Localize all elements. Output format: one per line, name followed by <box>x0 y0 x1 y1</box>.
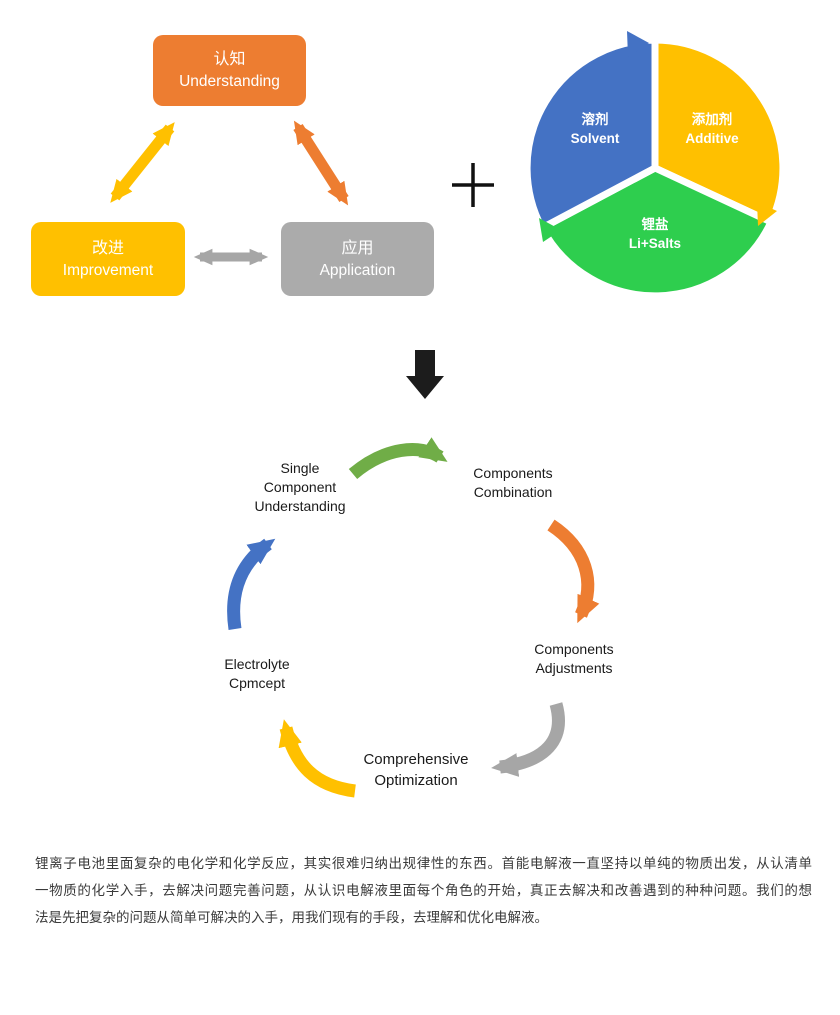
application-label-zh: 应用 <box>341 239 374 257</box>
flow-node-line: Components <box>534 641 614 657</box>
improvement-label-zh: 改进 <box>91 239 124 257</box>
flow-node-line: Comprehensive <box>363 751 469 768</box>
flow-arrow-gray-icon <box>491 702 565 777</box>
pie-label-additive-en: Additive <box>685 131 739 146</box>
paragraph-line: 锂离子电池里面复杂的电化学和化学反应，其实很难归纳出规律性的东西。首能电解液一直… <box>35 856 812 871</box>
application-label-en: Application <box>319 261 396 279</box>
description-paragraph: 锂离子电池里面复杂的电化学和化学反应，其实很难归纳出规律性的东西。首能电解液一直… <box>35 850 812 931</box>
pie-label-solvent-zh: 溶剂 <box>581 112 609 127</box>
flow-node-single-component-understanding: Single Component Understanding <box>215 459 385 516</box>
cycle-arrow-understanding-application-icon <box>293 120 349 206</box>
flow-node-line: Components <box>473 465 553 481</box>
pie-label-lisalts: 锂盐 Li+Salts <box>600 215 710 253</box>
flow-node-line: Understanding <box>254 498 346 514</box>
pie-arrowhead-additive-icon <box>757 202 777 226</box>
flow-arrow-blue-icon <box>227 538 276 630</box>
flow-node-line: Cpmcept <box>228 675 286 691</box>
flow-node-line: Combination <box>473 484 553 500</box>
flow-node-comprehensive-optimization: Comprehensive Optimization <box>326 749 506 791</box>
pie-label-solvent-en: Solvent <box>570 131 620 146</box>
application-box: 应用 Application <box>281 222 434 296</box>
pie-arrowhead-solvent-icon <box>627 31 649 57</box>
pie-label-additive-zh: 添加剂 <box>691 112 733 127</box>
improvement-label-en: Improvement <box>62 261 154 279</box>
pie-label-solvent: 溶剂 Solvent <box>540 110 650 148</box>
flow-node-electrolyte-cpmcept: Electrolyte Cpmcept <box>172 655 342 693</box>
pie-label-lisalts-zh: 锂盐 <box>641 217 669 232</box>
improvement-box: 改进 Improvement <box>31 222 185 296</box>
plus-icon <box>452 163 494 207</box>
understanding-label-zh: 认知 <box>213 51 246 68</box>
flow-node-components-adjustments: Components Adjustments <box>489 640 659 678</box>
understanding-label-en: Understanding <box>179 73 280 90</box>
understanding-box: 认知 Understanding <box>153 35 306 106</box>
flow-node-line: Electrolyte <box>224 656 290 672</box>
electrolyte-pie <box>523 31 787 300</box>
pie-arrowhead-lisalts-icon <box>539 218 561 242</box>
down-arrow-icon <box>406 350 444 399</box>
flow-node-line: Single <box>280 460 320 476</box>
cycle-arrow-improvement-understanding-icon <box>110 122 175 203</box>
flow-arrow-orange-icon <box>547 519 600 624</box>
flow-node-line: Adjustments <box>535 660 613 676</box>
flow-node-components-combination: Components Combination <box>428 464 598 502</box>
paragraph-line: 法是先把复杂的问题从简单可解决的入手，用我们现有的手段，去理解和优化电解液。 <box>35 910 548 925</box>
paragraph-line: 一物质的化学入手，去解决问题完善问题，从认识电解液里面每个角色的开始，真正去解决… <box>35 883 812 898</box>
flow-node-line: Optimization <box>374 772 458 789</box>
flow-node-line: Component <box>263 479 337 495</box>
pie-label-additive: 添加剂 Additive <box>657 110 767 148</box>
pie-label-lisalts-en: Li+Salts <box>628 236 682 251</box>
